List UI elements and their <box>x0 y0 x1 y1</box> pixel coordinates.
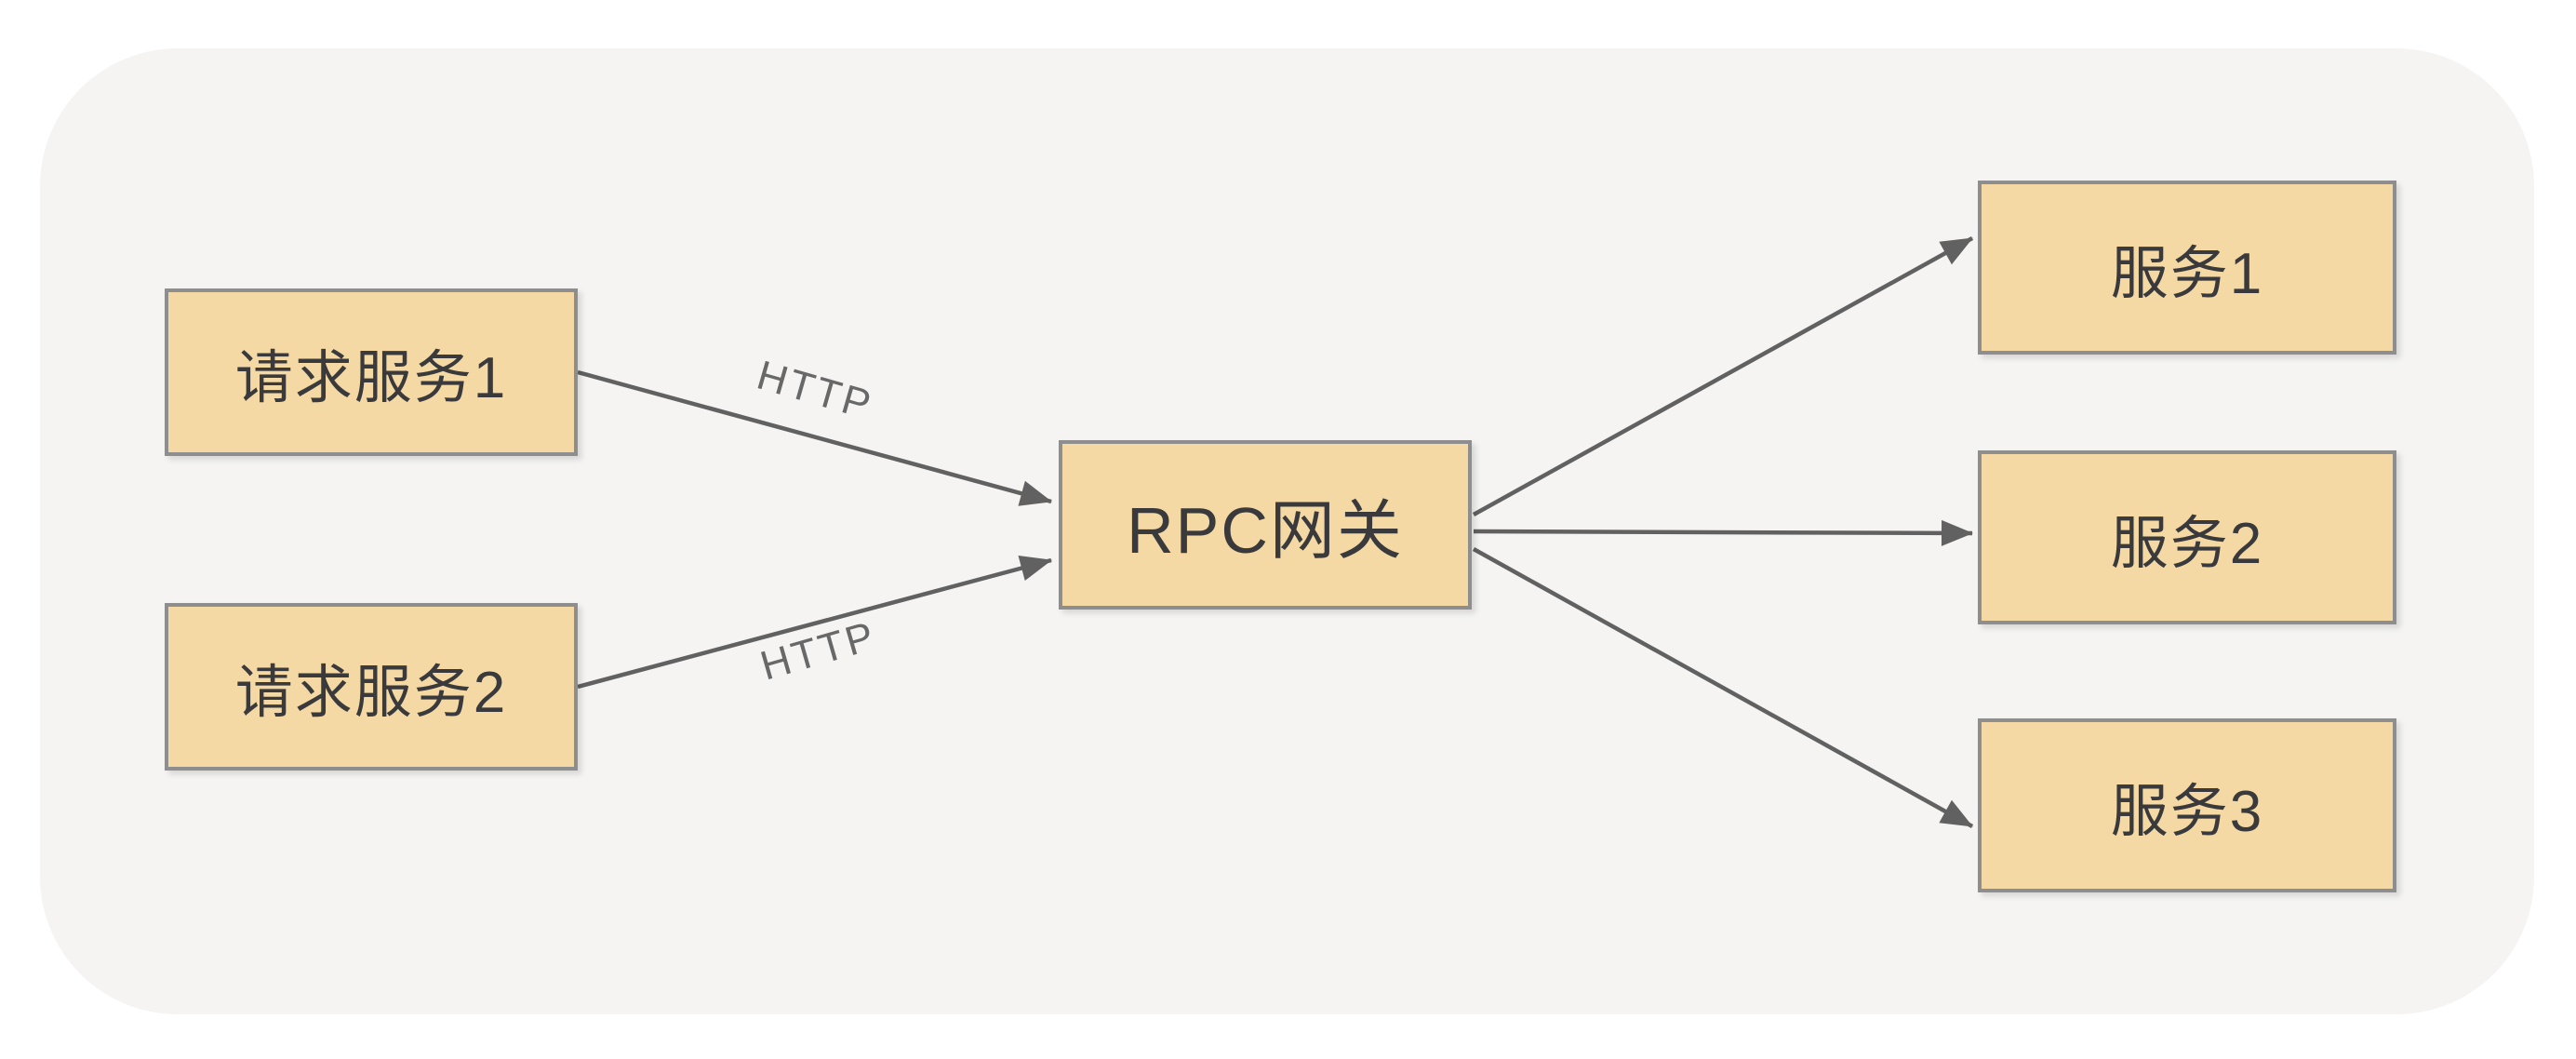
node-service-3: 服务3 <box>1978 718 2396 892</box>
node-request-service-2-label: 请求服务2 <box>234 661 508 725</box>
node-request-service-1-label: 请求服务1 <box>234 346 508 410</box>
node-service-1: 服务1 <box>1978 181 2396 355</box>
node-rpc-gateway-label: RPC网关 <box>1127 493 1404 567</box>
node-service-1-label: 服务1 <box>2110 241 2264 306</box>
node-request-service-2: 请求服务2 <box>165 603 578 771</box>
node-service-2: 服务2 <box>1978 450 2396 624</box>
node-service-2-label: 服务2 <box>2110 511 2264 576</box>
node-service-3-label: 服务3 <box>2110 779 2264 844</box>
node-request-service-1: 请求服务1 <box>165 288 578 456</box>
node-rpc-gateway: RPC网关 <box>1059 440 1472 610</box>
